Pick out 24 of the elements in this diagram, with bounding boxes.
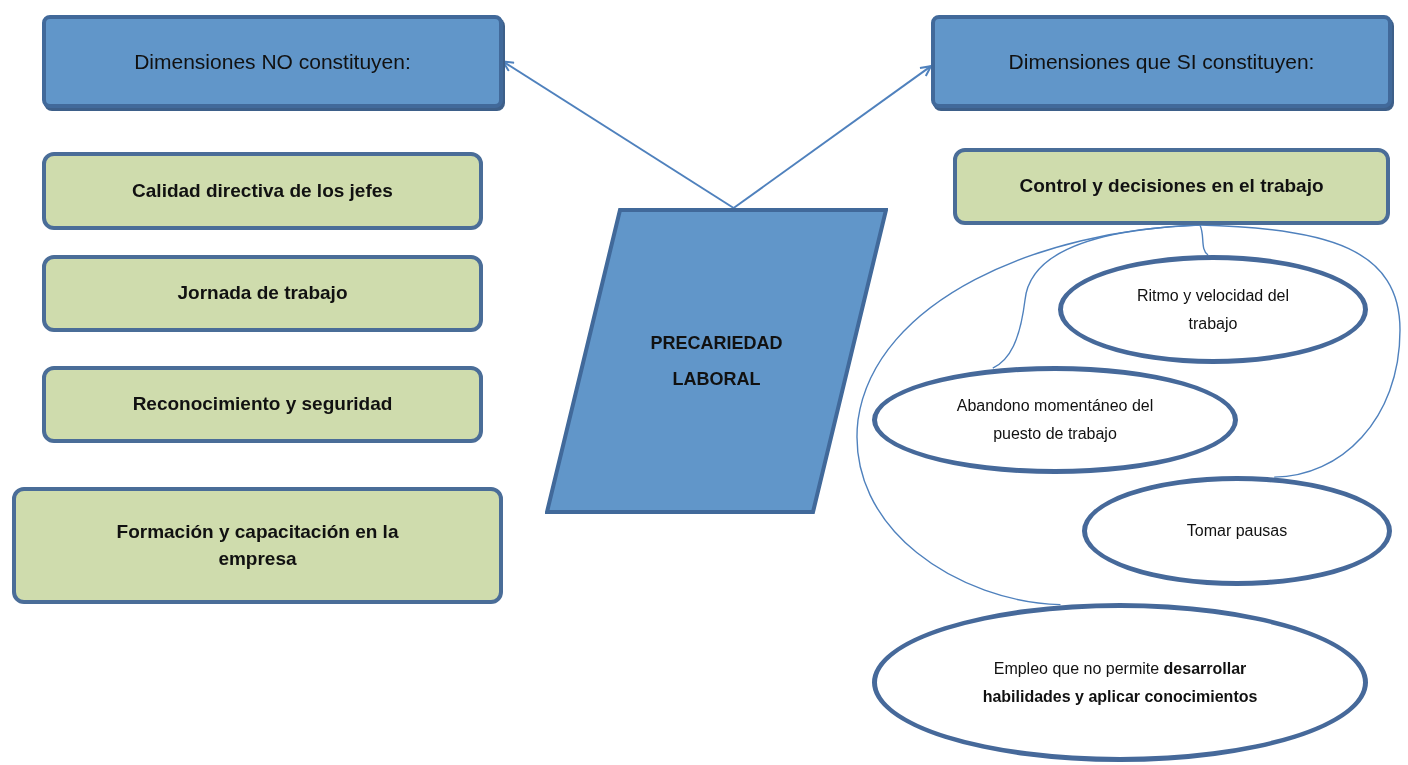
node-text: Abandono momentáneo del puesto de trabajo xyxy=(955,396,1155,444)
dimension-box xyxy=(42,152,483,230)
node-text: Tomar pausas xyxy=(1186,521,1288,541)
node-text: Control y decisiones en el trabajo xyxy=(1019,174,1324,199)
node-text: Reconocimiento y seguridad xyxy=(132,392,393,417)
node-text: Empleo que no permite desarrollar habilidades y aplicar conocimientos xyxy=(981,658,1259,707)
node-text: Formación y capacitación en la empresa xyxy=(115,519,400,571)
heading-box xyxy=(42,15,503,108)
node-text: Dimensiones NO constituyen: xyxy=(134,48,411,75)
central-parallelogram xyxy=(545,208,888,514)
connector-line xyxy=(1199,224,1401,478)
arrow xyxy=(732,65,932,209)
node-text: Jornada de trabajo xyxy=(177,281,348,306)
dimension-box xyxy=(953,148,1390,225)
node-text: Ritmo y velocidad del trabajo xyxy=(1135,285,1291,334)
arrow xyxy=(502,60,735,209)
node-text: PRECARIEDAD LABORAL xyxy=(649,332,784,391)
node-text: Calidad directiva de los jefes xyxy=(132,178,393,203)
dimension-box xyxy=(12,487,503,604)
connector-line xyxy=(1199,224,1209,256)
heading-box xyxy=(931,15,1392,108)
node-text: Dimensiones que SI constituyen: xyxy=(1008,48,1315,75)
dimension-box xyxy=(42,366,483,443)
dimension-box xyxy=(42,255,483,332)
